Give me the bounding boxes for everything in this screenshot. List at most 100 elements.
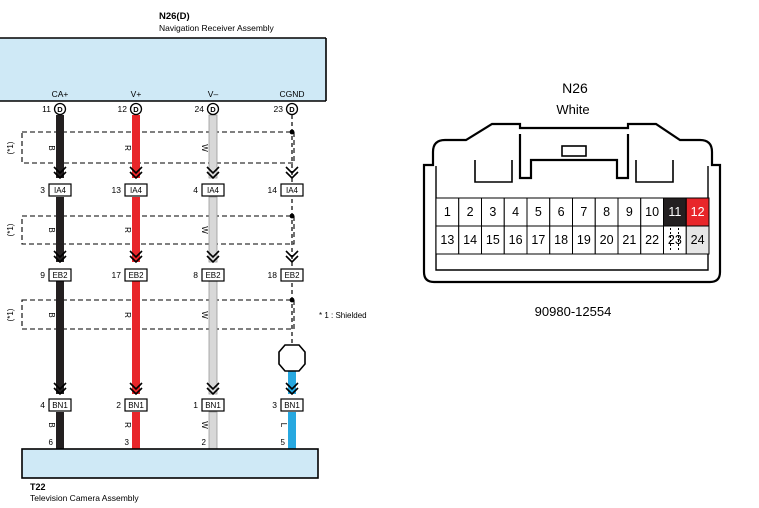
chevron-icon: [53, 171, 67, 180]
inline-connector: [280, 183, 304, 197]
pin-number: 14: [463, 233, 477, 247]
bottom-assembly-name: Television Camera Assembly: [30, 493, 139, 503]
top-pin-marker: [53, 102, 67, 116]
wire-segment: [208, 411, 218, 450]
shield-box-3: [21, 299, 295, 330]
top-pin-mark-letter: D: [289, 105, 295, 114]
top-assembly: N26(D) Navigation Receiver Assembly: [0, 11, 327, 102]
inline-connector-pin: 13: [112, 185, 122, 195]
top-signal-label: V–: [208, 89, 219, 99]
pin-cell-23: 23: [663, 225, 687, 255]
wire-4: D23CGNDLIA414EB218BN135CGND: [268, 89, 305, 467]
inline-connector-name: EB2: [205, 271, 221, 280]
pin-cell-7: 7: [572, 197, 596, 227]
chevron-icon: [53, 250, 67, 259]
pin-number: 12: [691, 205, 705, 219]
shield-junction-dots: [289, 129, 295, 303]
pin-cell-5: 5: [526, 197, 551, 227]
inline-connector-pin: 4: [40, 400, 45, 410]
pin-number: 3: [489, 205, 496, 219]
inline-connector-name: EB2: [52, 271, 68, 280]
pin-number: 24: [691, 233, 705, 247]
chevron-icon: [206, 387, 220, 396]
pin-cell-22: 22: [640, 225, 664, 255]
wire-segment: [208, 280, 218, 395]
shield-tag-3: (*1): [6, 308, 15, 321]
inline-connector-pin: 3: [272, 400, 277, 410]
pin-cell-14: 14: [458, 225, 482, 255]
pin-cell-21: 21: [617, 225, 642, 255]
chevron-icon: [206, 250, 220, 259]
wire-color-code: R: [123, 422, 132, 428]
chevron-icon: [53, 166, 67, 175]
top-pin-number: 11: [42, 104, 51, 114]
inline-connector-pin: 9: [40, 270, 45, 280]
inline-connector-pin: 17: [112, 270, 122, 280]
chevron-icon: [206, 382, 220, 391]
bottom-assembly-panel: [21, 448, 319, 479]
chevron-icon: [53, 387, 67, 396]
inline-connector-name: BN1: [128, 401, 144, 410]
pin-cell-24: 24: [685, 225, 710, 255]
connector-latch: [518, 134, 630, 180]
pin-number: 13: [440, 233, 454, 247]
pin-number: 6: [558, 205, 565, 219]
pin-cell-8: 8: [594, 197, 619, 227]
inline-connector: [201, 268, 225, 282]
shield-box-1: [21, 131, 295, 164]
wire-color-code: W: [200, 226, 209, 234]
pin-cell-18: 18: [549, 225, 573, 255]
bottom-pin-number: 6: [49, 438, 54, 447]
inline-connector: [48, 398, 72, 412]
pin-number: 8: [603, 205, 610, 219]
inline-connector: [201, 183, 225, 197]
top-pin-marker: [206, 102, 220, 116]
chevron-icon: [129, 255, 143, 264]
inline-connector: [48, 183, 72, 197]
bottom-pin-number: 2: [202, 438, 207, 447]
inline-connector-pin: 3: [40, 185, 45, 195]
pin-number: 19: [577, 233, 591, 247]
connector-part-number: 90980-12554: [535, 304, 612, 319]
connector-latch-tab: [561, 145, 587, 157]
pin-number: 5: [535, 205, 542, 219]
chevron-icon: [129, 171, 143, 180]
chevron-icon: [285, 250, 299, 259]
pin-cell-9: 9: [617, 197, 642, 227]
top-pin-mark-letter: D: [210, 105, 216, 114]
pin-number: 1: [444, 205, 451, 219]
pin-number: 22: [645, 233, 659, 247]
shield-tag-2: (*1): [6, 223, 15, 236]
inline-connector-pin: 4: [193, 185, 198, 195]
top-pin-mark-letter: D: [57, 105, 63, 114]
inline-connector-name: BN1: [52, 401, 68, 410]
top-signal-label: CA+: [52, 89, 69, 99]
pin-cell-19: 19: [572, 225, 596, 255]
top-assembly-name: Navigation Receiver Assembly: [159, 23, 275, 33]
top-signal-label: CGND: [279, 89, 304, 99]
top-pin-marker: [129, 102, 143, 116]
top-pin-number: 12: [118, 104, 128, 114]
top-pin-number: 24: [195, 104, 205, 114]
wire-color-code: B: [47, 312, 56, 317]
pin-number: 4: [512, 205, 519, 219]
pin-cell-2: 2: [458, 197, 482, 227]
chevron-icon: [129, 166, 143, 175]
inline-connector-name: IA4: [130, 186, 143, 195]
inline-connector-name: BN1: [205, 401, 221, 410]
shielded-note: * 1 : Shielded: [319, 311, 367, 320]
inline-connector: [201, 398, 225, 412]
pin-number: 11: [668, 205, 681, 219]
pin-box: [685, 225, 710, 255]
pin-cell-20: 20: [594, 225, 619, 255]
pin-number: 9: [626, 205, 633, 219]
inline-connector: [124, 183, 148, 197]
pin-number: 15: [486, 233, 500, 247]
wire-color-code: B: [47, 145, 56, 150]
chevron-icon: [206, 166, 220, 175]
wire-color-code: W: [200, 144, 209, 152]
top-pin-mark-letter: D: [133, 105, 139, 114]
inline-connector-pin: 2: [116, 400, 121, 410]
